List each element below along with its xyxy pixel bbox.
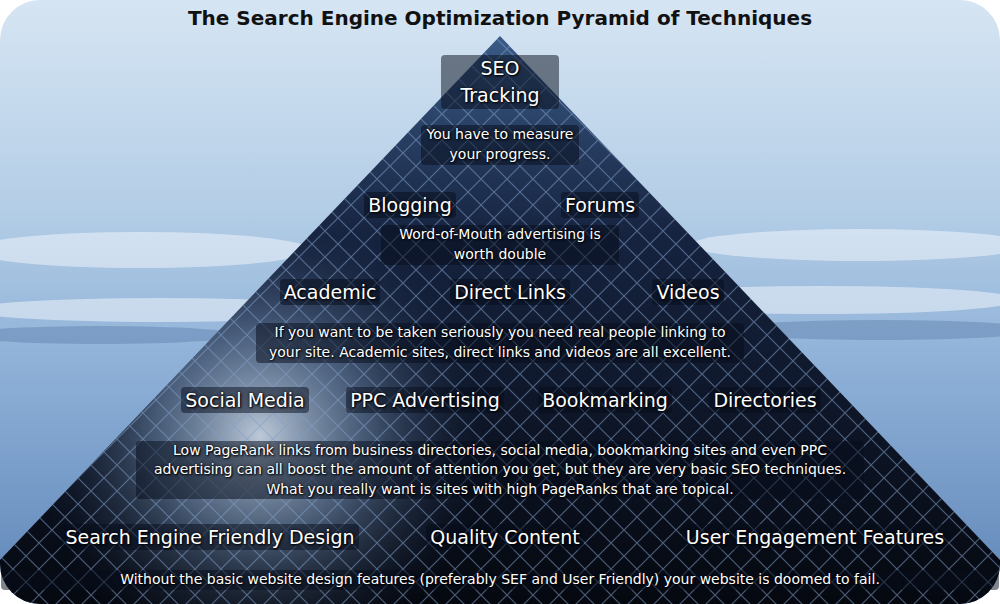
tier-heading: User Engagement Features [682, 524, 948, 551]
tier-note: If you want to be taken seriously you ne… [256, 323, 744, 362]
tier-note: Low PageRank links from business directo… [136, 441, 864, 500]
tier-heading: Direct Links [450, 279, 570, 306]
tier-heading: Videos [652, 279, 723, 306]
tier-heading: Social Media [181, 387, 308, 414]
tier-note: You have to measure your progress. [421, 125, 579, 164]
tier-heading: Quality Content [426, 524, 584, 551]
tier-heading: Bookmarking [538, 387, 672, 414]
tier-heading: PPC Advertising [346, 387, 504, 414]
pyramid-shape [0, 36, 1000, 604]
pyramid: SEO TrackingYou have to measure your pro… [0, 36, 1000, 604]
tier-heading: SEO Tracking [441, 55, 559, 108]
tier-heading: Blogging [364, 192, 455, 219]
tier-note: Word-of-Mouth advertising is worth doubl… [381, 225, 619, 264]
tier-heading: Forums [561, 192, 639, 219]
tier-heading: Academic [280, 279, 381, 306]
tier-note: Without the basic website design feature… [1, 570, 999, 590]
tier-heading: Directories [709, 387, 820, 414]
diagram-title: The Search Engine Optimization Pyramid o… [188, 6, 812, 30]
tier-heading: Search Engine Friendly Design [61, 524, 358, 551]
